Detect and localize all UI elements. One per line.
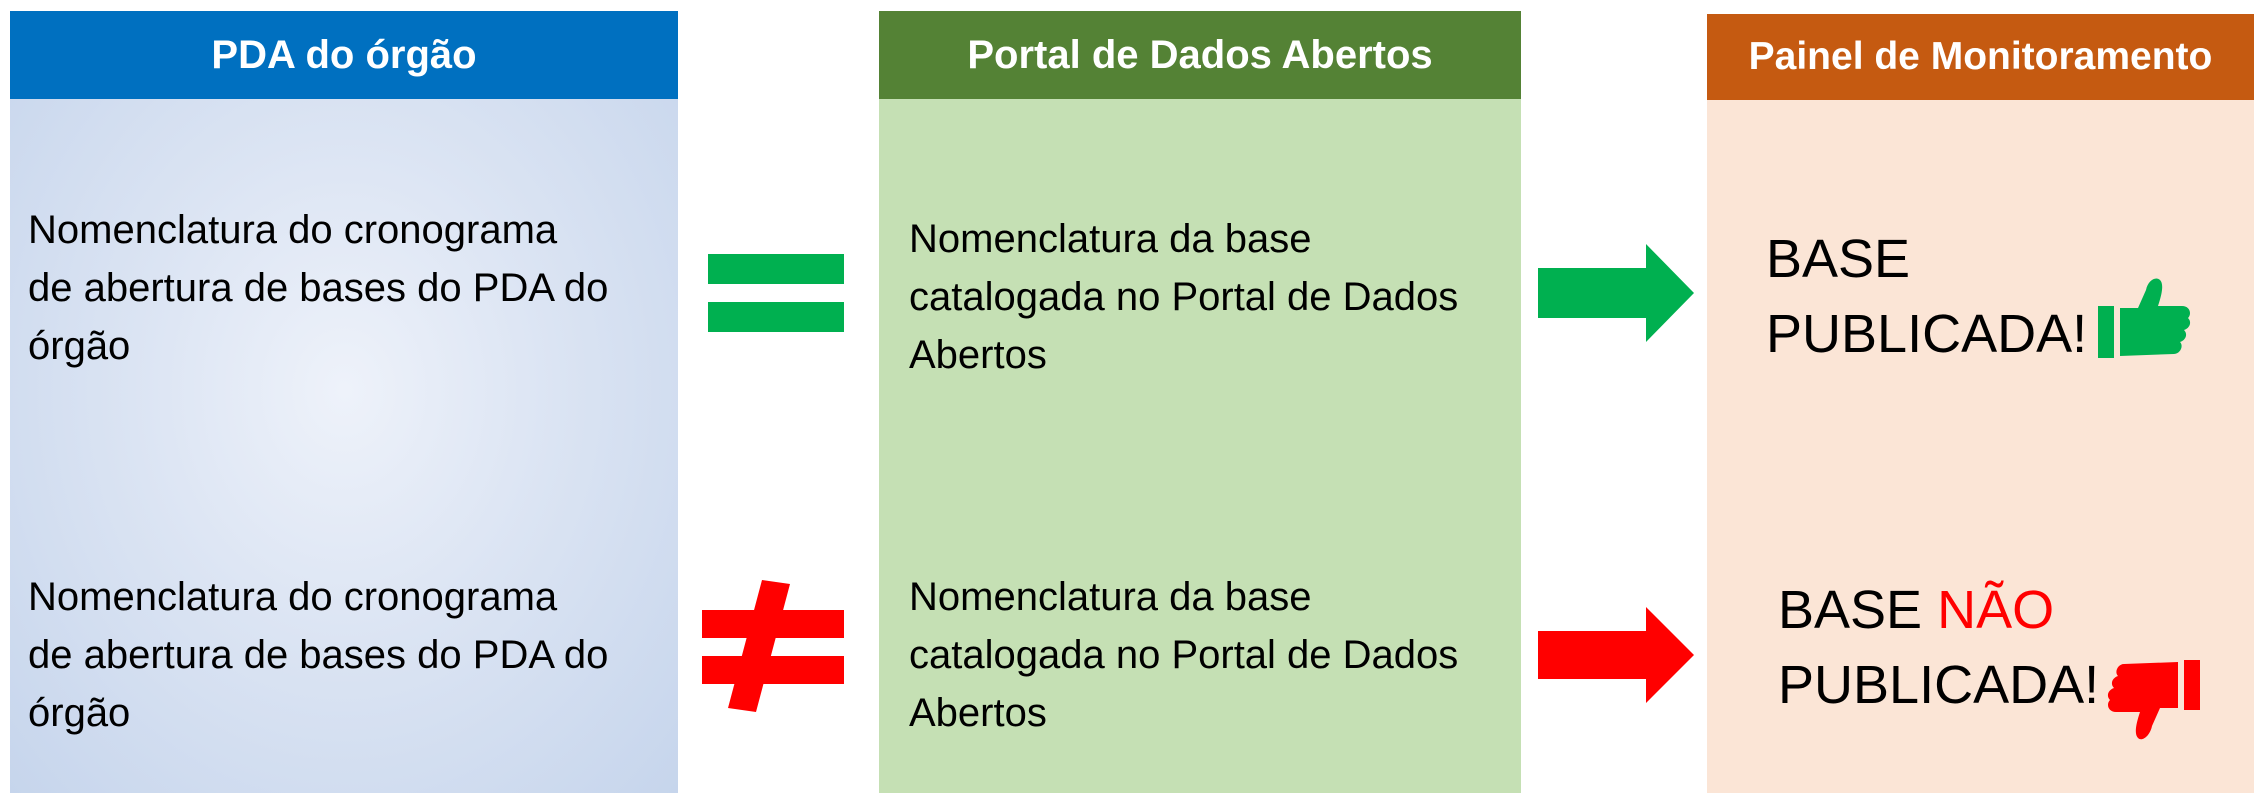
status-base-word: BASE — [1778, 580, 1923, 640]
status-published-line2: PUBLICADA! — [1766, 304, 2088, 364]
green-arrow-icon — [1538, 244, 1694, 342]
red-arrow-icon — [1538, 607, 1694, 703]
portal-column: Portal de Dados Abertos — [879, 11, 1521, 793]
pda-header: PDA do órgão — [10, 11, 678, 99]
painel-header: Painel de Monitoramento — [1707, 14, 2254, 100]
status-not-published-line2: PUBLICADA! — [1778, 655, 2100, 715]
pda-text-row1: Nomenclatura do cronograma de abertura d… — [28, 208, 609, 368]
equal-sign-icon — [708, 254, 844, 332]
not-equal-sign-icon — [702, 580, 844, 712]
portal-header: Portal de Dados Abertos — [879, 11, 1521, 99]
thumbs-down-icon — [2107, 660, 2200, 740]
status-nao-word: NÃO — [1937, 580, 2055, 640]
pda-body — [10, 99, 678, 793]
status-not-published-line1: BASE NÃO — [1778, 573, 2054, 648]
thumbs-up-icon — [2098, 278, 2191, 358]
portal-text-row2: Nomenclatura da base catalogada no Porta… — [909, 575, 1459, 735]
pda-text-row2: Nomenclatura do cronograma de abertura d… — [28, 575, 609, 735]
status-published-line1: BASE — [1766, 229, 1911, 289]
portal-body — [879, 99, 1521, 793]
portal-text-row1: Nomenclatura da base catalogada no Porta… — [909, 217, 1459, 377]
pda-column: PDA do órgão — [10, 11, 678, 793]
